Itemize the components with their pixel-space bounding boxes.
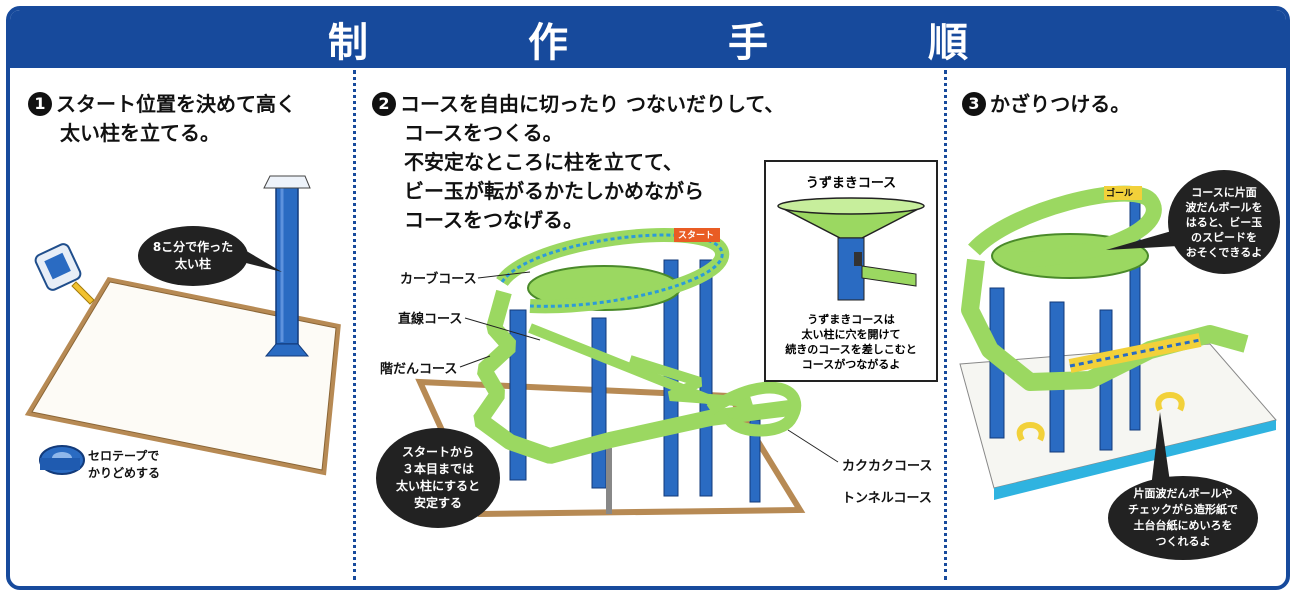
curve-course-corrugation — [500, 233, 724, 308]
section-header: 制 作 手 順 — [10, 10, 1286, 68]
maze-tip-line-2: チェックがら造形紙で — [1128, 503, 1238, 516]
pillar-tip-pointer — [238, 246, 282, 272]
final-base-edge — [994, 420, 1276, 500]
inset-note-line-4: コースがつながるよ — [801, 358, 901, 371]
speed-tip-line-2: 波だんボールを — [1185, 200, 1263, 214]
maze-swirl-1 — [1016, 422, 1045, 442]
label-curve-course: カーブコース — [400, 272, 477, 287]
inset-illustration — [777, 197, 925, 301]
base-board — [31, 281, 337, 471]
label-tunnel-course: トンネルコース — [842, 491, 932, 506]
glue-bottle-icon — [34, 243, 95, 305]
inset-note-line-1: うずまきコースは — [807, 313, 895, 326]
leader-straight — [464, 317, 541, 341]
column-divider-1 — [353, 70, 356, 580]
stability-tip-line-4: 安定する — [413, 496, 462, 510]
step-3-illustration — [959, 185, 1277, 500]
speed-tip-bubble: コースに片面 波だんボールを はると、ビー玉 のスピードを おそくできるよ — [1168, 170, 1280, 274]
label-stairs-course: 階だんコース — [380, 362, 458, 377]
speed-tip-line-3: はると、ビー玉 — [1185, 215, 1263, 229]
inset-title: うずまきコース — [805, 176, 897, 191]
leader-curve — [477, 271, 531, 279]
stairs-course — [473, 289, 791, 464]
speed-tip-line-1: コースに片面 — [1191, 185, 1257, 199]
pillar-6 — [606, 448, 612, 514]
stability-tip-line-3: 太い柱にすると — [395, 479, 481, 493]
step-3-number: 3 — [962, 92, 986, 116]
step-2-line-3: 不安定なところに柱を立てて、 — [404, 150, 683, 174]
tape-note-line-1: セロテープで — [88, 449, 160, 463]
stability-tip-line-1: スタートから — [401, 445, 474, 459]
step-2-line-4: ビー玉が転がるかたしかめながら — [404, 179, 704, 203]
maze-swirl-2 — [1155, 392, 1185, 412]
pillar-tip-line-2: 太い柱 — [174, 257, 211, 271]
step-3-line-1: かざりつける。 — [990, 92, 1131, 116]
bottom-bubble-pointer — [1150, 412, 1172, 496]
label-zigzag-course: カクカクコース — [842, 459, 933, 474]
maze-tip-line-1: 片面波だんボールや — [1133, 487, 1233, 500]
final-tunnel-stripes — [1069, 338, 1201, 368]
step-1-illustration — [24, 175, 341, 476]
maze-tip-line-3: 土台台紙にめいろを — [1133, 519, 1233, 532]
goal-sign-label: ゴール — [1106, 189, 1134, 199]
pillar-foot — [264, 343, 310, 357]
step-2-line-5: コースをつなげる。 — [404, 208, 583, 232]
pillar-tip-bubble: 8こ分で作った 太い柱 — [138, 226, 248, 286]
inset-note: うずまきコースは 太い柱に穴を開けて 続きのコースを差しこむと コースがつながる… — [766, 312, 936, 372]
start-sign-label: スタート — [678, 231, 715, 241]
maze-tip-line-4: つくれるよ — [1155, 535, 1211, 548]
tape-dispenser-icon — [39, 445, 85, 475]
top-bubble-pointer — [1106, 228, 1182, 250]
start-sign — [674, 228, 720, 242]
step-1-line-2: 太い柱を立てる。 — [60, 121, 220, 145]
inset-funnel-rim — [777, 197, 925, 215]
leader-zigzag — [787, 429, 839, 463]
step-2-number: 2 — [372, 92, 396, 116]
maze-tip-bubble: 片面波だんボールや チェックがら造形紙で 土台台紙にめいろを つくれるよ — [1108, 476, 1258, 560]
loop-course — [706, 381, 802, 437]
section-title: 制 作 手 順 — [328, 20, 1028, 66]
tape-note: セロテープで かりどめする — [88, 448, 160, 482]
inset-note-line-2: 太い柱に穴を開けて — [801, 328, 901, 341]
pillar-tip-line-1: 8こ分で作った — [152, 240, 234, 254]
pillar-cap — [263, 175, 311, 189]
step-2-illustration — [415, 228, 910, 518]
final-top-course — [968, 185, 1162, 268]
step-2-line-1: コースを自由に切ったり つないだりして、 — [400, 92, 785, 116]
final-main-course — [961, 258, 1249, 391]
speed-tip-line-5: おそくできるよ — [1185, 245, 1263, 259]
leader-stairs — [459, 355, 491, 368]
inset-note-line-3: 続きのコースを差しこむと — [785, 343, 917, 356]
step-2-line-2: コースをつくる。 — [404, 121, 563, 145]
column-divider-2 — [944, 70, 947, 580]
stability-tip-line-2: ３本目までは — [401, 462, 474, 476]
step-1-line-1: スタート位置を決めて高く — [56, 92, 296, 116]
inset-course-piece — [861, 265, 917, 287]
spiral-course-inset: うずまきコース うずまきコースは 太い柱に穴を開けて 続きのコースを差しこむと … — [764, 160, 938, 382]
step-1-number: 1 — [28, 92, 52, 116]
inset-pillar — [837, 237, 865, 301]
label-straight-course: 直線コース — [398, 312, 463, 327]
stability-tip-bubble: スタートから ３本目までは 太い柱にすると 安定する — [376, 428, 500, 528]
speed-tip-line-4: のスピードを — [1191, 230, 1257, 244]
goal-sign — [1104, 186, 1142, 200]
inset-pillar-hole — [854, 252, 862, 266]
tape-note-line-2: かりどめする — [88, 466, 161, 480]
zigzag-course — [628, 355, 754, 422]
